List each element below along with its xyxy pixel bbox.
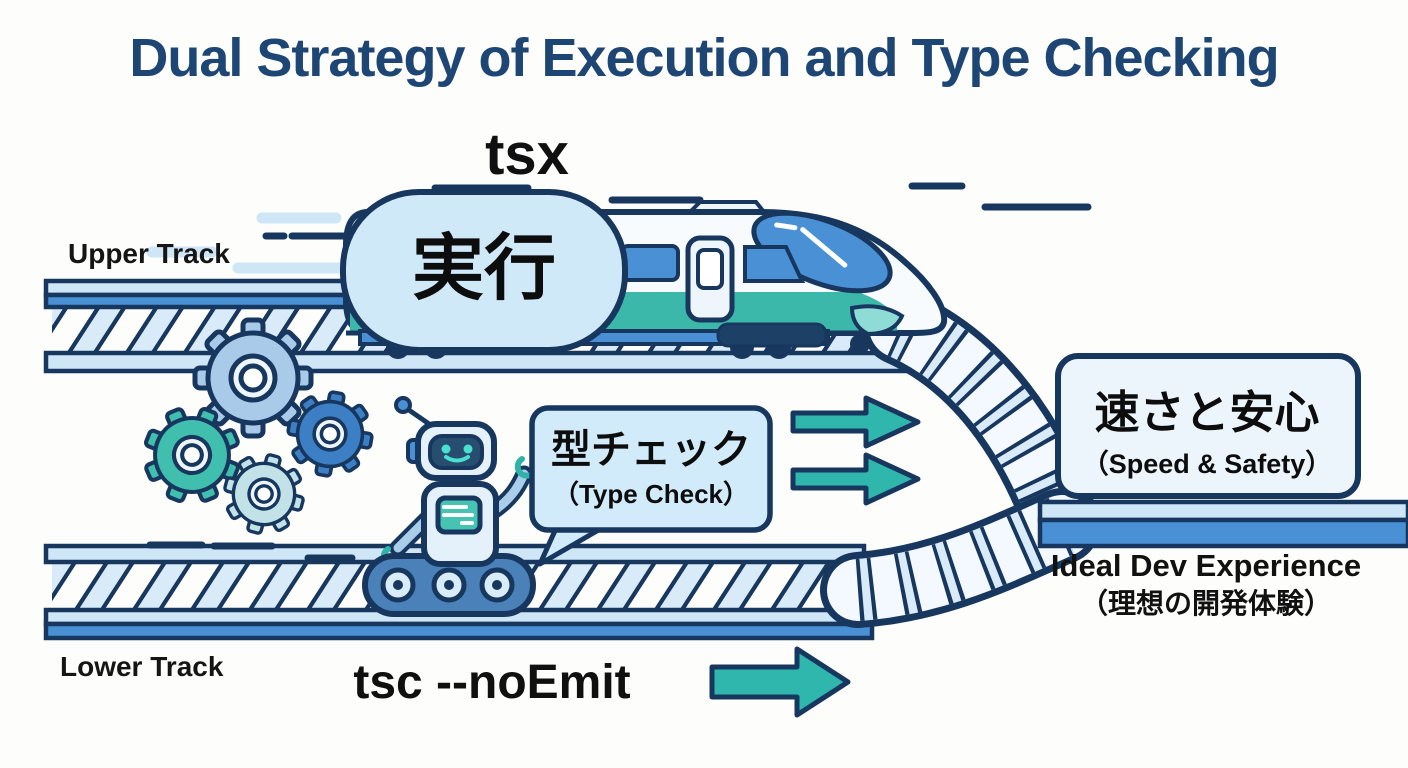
train-skirt [716,322,828,348]
merged-track-light-band [1037,499,1408,523]
robot-tread-hub [444,580,454,590]
arrow-right-icon [790,452,921,506]
flow-arrows [709,395,921,718]
type-check-en-label: （Type Check） [553,479,749,509]
train-side-window-slanted [743,245,806,283]
ideal-caption-jp: （理想の開発体験） [1080,587,1332,619]
gear-icon [279,383,381,485]
speech-bubble-body [529,405,773,533]
tsx-label: tsx [485,122,569,187]
robot-eye [441,444,451,454]
robot-icon [362,396,537,617]
result-box-en-label: （Speed & Safety） [1082,449,1333,479]
robot-smile [444,455,470,463]
train-side-window [620,244,680,282]
arrow-right-icon [709,646,851,718]
train-door-window [696,248,724,290]
type-check-speech-bubble: 型チェック （Type Check） [529,405,773,567]
robot-chest-lines [442,505,474,525]
execution-badge [340,189,628,353]
lower-track-label: Lower Track [60,651,224,682]
execution-badge-label: 実行 [412,229,556,309]
arrow-right-icon [790,395,921,449]
merged-track-blue-band [1037,517,1408,549]
robot-eye [463,444,473,454]
train-windshield [751,210,893,294]
result-box-frame [1055,353,1361,499]
speed-lines [146,182,1092,562]
merged-track [1037,499,1408,549]
bullet-train-icon: 実行 [340,189,948,359]
result-box-jp-label: 速さと安心 [1094,387,1319,438]
tsc-noemit-label: tsc --noEmit [353,656,630,709]
train-headlight [849,304,905,337]
robot-tread-hub [393,580,403,590]
ideal-caption-en: Ideal Dev Experience [1051,548,1361,583]
train-wheel [850,334,870,354]
ideal-caption: Ideal Dev Experience （理想の開発体験） [1051,548,1361,619]
type-check-jp-label: 型チェック [551,428,751,472]
robot-face [428,434,484,470]
page-title: Dual Strategy of Execution and Type Chec… [129,28,1278,88]
result-box: 速さと安心 （Speed & Safety） [1055,353,1361,499]
robot-antenna-ball [394,396,412,414]
upper-track-label: Upper Track [68,238,230,269]
lower-track-rail-bottom-blue [43,621,875,641]
robot-tread-hub [492,580,502,590]
